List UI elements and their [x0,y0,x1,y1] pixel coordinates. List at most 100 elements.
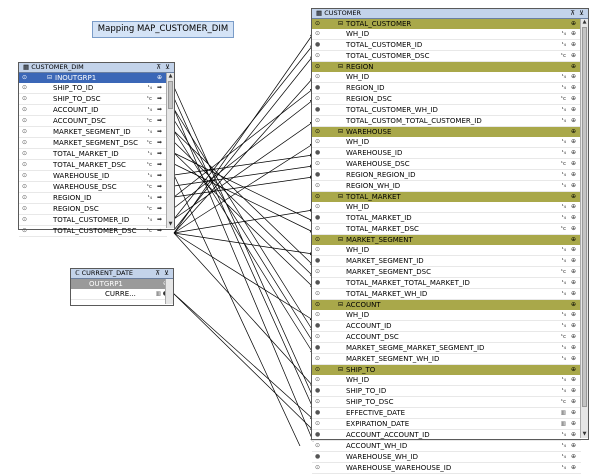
window-controls-icon[interactable]: ⊼ ⊻ [156,63,171,71]
connection-region-dsc-to-region-region-dsc[interactable] [173,99,314,209]
connection-total-customer-id-to-region-total-custom-total-customer-id[interactable] [173,121,314,220]
connection-account-id-to-account-account-id[interactable] [173,108,314,332]
connection-region-id-to-region-region-id[interactable] [173,88,314,198]
group-inoutgrp1[interactable]: ⊙⊟INOUTGRP1⊕ [19,73,167,83]
connection-market-segment-id-to-market-segment-market-segment-id[interactable] [173,130,314,266]
customer-dim-titlebar[interactable]: ▦ CUSTOMER_DIM ⊼ ⊻ [19,63,174,73]
connection-wh-id-warehouse[interactable] [173,143,314,234]
group-collapse-icon[interactable]: ⊟ [338,63,344,70]
connection-warehouse-id-to-ship-to-warehouse-warehouse-id[interactable] [173,174,313,446]
group-collapse-icon[interactable]: ⊟ [47,74,53,81]
level-warehouse[interactable]: ⊙⊟WAREHOUSE⊕ [312,127,581,137]
connection-total-market-id-to-total-market-total-market-id[interactable] [173,152,314,222]
customer-titlebar[interactable]: ▦ CUSTOMER ⊼ ⊻ [312,9,588,19]
group-outgrp1[interactable]: OUTGRP1 ⊕ [71,279,173,289]
group-collapse-icon[interactable]: ⊟ [338,20,344,27]
scroll-up-icon[interactable]: ▲ [168,73,173,79]
level-total-market[interactable]: ⊙⊟TOTAL_MARKET⊕ [312,192,581,202]
level-market-segment[interactable]: ⊙⊟MARKET_SEGMENT⊕ [312,235,581,245]
scroll-down-icon[interactable]: ▼ [582,431,587,437]
current-date-operator[interactable]: ℂ CURRENT_DATE ⊼ ⊻ OUTGRP1 ⊕ CURRE... ▥ … [70,268,174,306]
group-collapse-icon[interactable]: ⊟ [338,193,344,200]
level-region[interactable]: ⊙⊟REGION⊕ [312,62,581,72]
group-collapse-icon[interactable]: ⊟ [338,301,344,308]
level-account[interactable]: ⊙⊟ACCOUNT⊕ [312,300,581,310]
current-date-titlebar[interactable]: ℂ CURRENT_DATE ⊼ ⊻ [71,269,173,279]
scroll-thumb[interactable] [168,81,173,109]
connection-total-customer-id-to-total-customer-total-customer-id[interactable] [173,44,314,220]
window-controls-icon[interactable]: ⊼ ⊻ [570,9,585,17]
scroll-thumb[interactable] [582,27,587,407]
connection-current-date-ship-to-expiration-date[interactable] [172,292,314,431]
level-ship-to[interactable]: ⊙⊟SHIP_TO⊕ [312,365,581,375]
group-collapse-icon[interactable]: ⊟ [338,366,344,373]
group-collapse-icon[interactable]: ⊟ [338,236,344,243]
connection-wh-id-total-customer[interactable] [173,33,314,234]
level-total-customer[interactable]: ⊙⊟TOTAL_CUSTOMER⊕ [312,19,581,29]
current-date-scrollbar[interactable] [165,279,173,304]
connection-warehouse-id-to-warehouse-warehouse-id[interactable] [173,153,314,176]
scroll-down-icon[interactable]: ▼ [168,221,173,227]
connection-current-date-ship-to-effective-date[interactable] [172,292,314,420]
connection-wh-id-total-market[interactable] [173,208,314,234]
customer-dim-operator[interactable]: ▦ CUSTOMER_DIM ⊼ ⊻ ⊙⊟INOUTGRP1⊕⊙SHIP_TO_… [18,62,175,237]
connection-account-id-to-ship-to-account-account-id[interactable] [173,108,314,442]
connection-wh-id-ship-to[interactable] [173,232,314,387]
connection-wh-id-account[interactable] [173,232,314,321]
attr-ship-to-effective-date[interactable]: ●EFFECTIVE_DATE▥⊕ [312,408,581,419]
customer-dim-scrollbar[interactable]: ▲ ▼ [166,73,174,228]
scroll-up-icon[interactable]: ▲ [582,19,587,25]
connection-wh-id-region[interactable] [173,77,314,234]
connection-account-dsc-to-account-account-dsc[interactable] [173,119,314,343]
group-collapse-icon[interactable]: ⊟ [338,128,344,135]
attr-ship-to-expiration-date[interactable]: ⊙EXPIRATION_DATE▥⊕ [312,419,581,430]
connection-ship-to-dsc-to-ship-to-ship-to-dsc[interactable] [173,97,314,409]
